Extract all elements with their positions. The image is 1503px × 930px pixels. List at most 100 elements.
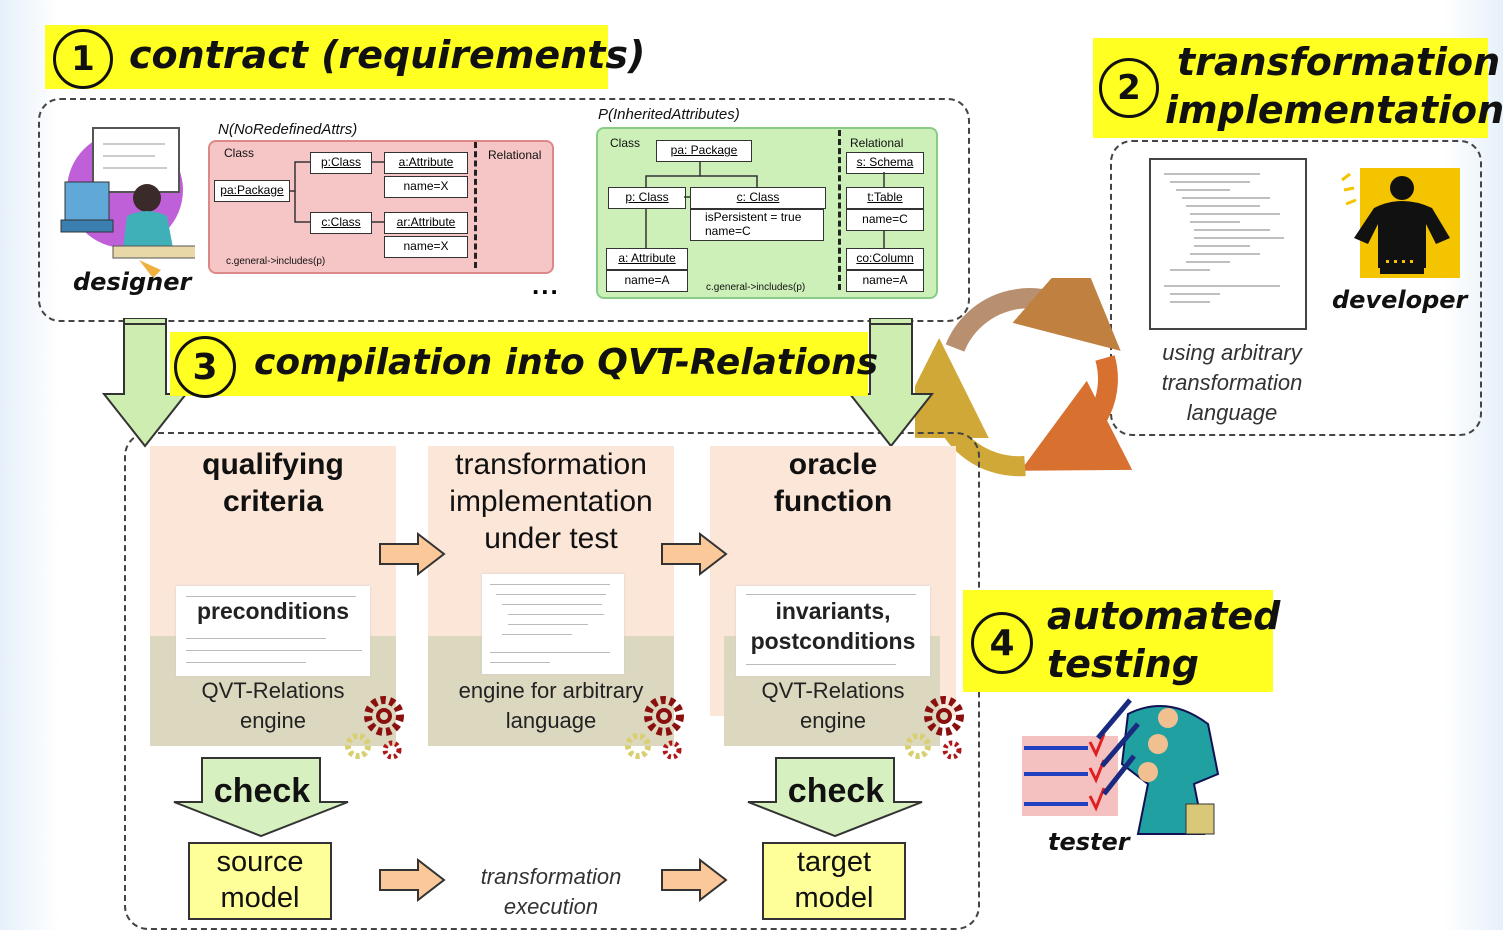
execution-label: transformation execution xyxy=(448,862,654,922)
p-name-a: name=A xyxy=(606,270,688,292)
p-t-name-c: name=C xyxy=(846,209,924,231)
preconditions-label: preconditions xyxy=(196,598,350,624)
implementation-heading: transformation implementation under test xyxy=(428,446,674,557)
oracle-engine-label: QVT-Relations engine xyxy=(710,676,956,736)
step4-title-line2: testing xyxy=(1047,642,1199,686)
pattern-p-class-label: Class xyxy=(610,136,641,150)
tester-illustration xyxy=(1022,698,1220,835)
check-left-label: check xyxy=(213,772,311,810)
developer-label: developer xyxy=(1332,286,1468,314)
designer-label: designer xyxy=(73,268,192,296)
execution-line2: execution xyxy=(503,894,599,919)
source-model-line1: source xyxy=(216,846,304,878)
implementation-note-line1: using arbitrary xyxy=(1162,340,1302,365)
check-arrow-left-icon xyxy=(173,757,349,838)
implementation-code-doc xyxy=(482,574,624,674)
n-name-x1: name=X xyxy=(384,176,468,198)
doc-line xyxy=(502,634,572,635)
n-ar-attribute: ar:Attribute xyxy=(384,212,468,234)
tester-label: tester xyxy=(1048,828,1130,856)
step1-number: 1 xyxy=(53,29,113,89)
doc-line xyxy=(186,638,326,639)
step2-number: 2 xyxy=(1099,58,1159,118)
qualifying-engine-label: QVT-Relations engine xyxy=(150,676,396,736)
implementation-heading-line2: implementation xyxy=(449,485,653,518)
implementation-code-lines xyxy=(1164,173,1284,303)
implementation-note-line2: transformation xyxy=(1161,370,1303,395)
target-model-line2: model xyxy=(794,882,874,914)
step2-title-line1: transformation xyxy=(1177,40,1501,84)
step1-title: contract (requirements) xyxy=(129,33,646,77)
source-model-line2: model xyxy=(220,882,300,914)
doc-line xyxy=(746,594,916,595)
n-c-class: c:Class xyxy=(310,212,372,234)
source-model-box: source model xyxy=(188,842,332,920)
postconditions-doc: invariants, postconditions xyxy=(736,586,930,676)
qualifying-heading: qualifying criteria xyxy=(150,446,396,520)
qualifying-heading-line1: qualifying xyxy=(202,448,344,481)
doc-line xyxy=(186,650,362,651)
pattern-n-title: N(NoRedefinedAttrs) xyxy=(218,121,358,138)
contract-region xyxy=(38,98,970,322)
implementation-heading-line1: transformation xyxy=(455,448,647,481)
p-co-column: co:Column xyxy=(846,248,924,270)
implementation-engine-line2: language xyxy=(505,708,597,733)
step4-title-line1: automated xyxy=(1047,594,1281,638)
preconditions-doc: preconditions xyxy=(176,586,370,676)
step2-label: 2 transformation implementation xyxy=(1093,38,1503,138)
n-p-class: p:Class xyxy=(310,152,372,174)
oracle-heading: oracle function xyxy=(710,446,956,520)
pattern-n-links xyxy=(290,161,384,223)
postconditions-line1: invariants, xyxy=(775,598,891,624)
oracle-engine-line1: QVT-Relations xyxy=(761,678,905,703)
doc-line xyxy=(186,662,306,663)
check-arrow-right-icon xyxy=(747,757,923,838)
target-model-line1: target xyxy=(796,846,872,878)
p-p-class: p: Class xyxy=(608,187,686,209)
right-arrow-upper-2-icon xyxy=(661,532,728,576)
step3-label: 3 compilation into QVT-Relations xyxy=(170,332,878,398)
p-co-name-a: name=A xyxy=(846,270,924,292)
implementation-note: using arbitrary transformation language xyxy=(1132,338,1332,428)
implementation-note-line3: language xyxy=(1186,400,1278,425)
p-a-attribute: a: Attribute xyxy=(606,248,688,270)
step2-title-line2: implementation xyxy=(1165,88,1503,132)
pattern-p-divider xyxy=(838,130,841,290)
implementation-code-page xyxy=(1149,158,1307,330)
designer-illustration xyxy=(60,127,195,278)
pattern-n-class-label: Class xyxy=(224,146,255,160)
p-s-schema: s: Schema xyxy=(846,152,924,174)
doc-line xyxy=(490,652,610,653)
patterns-ellipsis: ... xyxy=(532,270,560,300)
pattern-n-condition: c.general->includes(p) xyxy=(226,256,326,267)
oracle-heading-line2: function xyxy=(773,485,893,518)
doc-line xyxy=(490,662,550,663)
implementation-engine-line1: engine for arbitrary xyxy=(458,678,644,703)
oracle-engine-line2: engine xyxy=(799,708,867,733)
check-right-label: check xyxy=(787,772,885,810)
qualifying-engine-line1: QVT-Relations xyxy=(201,678,345,703)
postconditions-label: invariants, postconditions xyxy=(736,596,930,656)
pattern-p-condition: c.general->includes(p) xyxy=(706,282,806,293)
doc-line xyxy=(186,596,356,597)
doc-line xyxy=(508,624,588,625)
n-name-x2: name=X xyxy=(384,236,468,258)
doc-line xyxy=(746,664,896,665)
down-arrow-left-icon xyxy=(102,318,188,448)
step3-title: compilation into QVT-Relations xyxy=(254,342,879,383)
p-name-c: name=C xyxy=(705,224,751,238)
right-arrow-lower-2-icon xyxy=(661,858,728,902)
gears-implementation-icon xyxy=(625,696,684,760)
developer-illustration xyxy=(1341,168,1460,278)
doc-line xyxy=(490,584,610,585)
doc-line xyxy=(502,604,602,605)
step3-number: 3 xyxy=(174,336,236,398)
step4-number: 4 xyxy=(971,612,1033,674)
pattern-n-divider xyxy=(474,142,477,268)
pattern-p-title: P(InheritedAttributes) xyxy=(598,106,740,123)
doc-line xyxy=(508,614,604,615)
p-is-persistent: isPersistent = true xyxy=(705,210,802,224)
step4-label: 4 automated testing xyxy=(963,590,1280,692)
qualifying-engine-line2: engine xyxy=(239,708,307,733)
pattern-p-relational-label: Relational xyxy=(850,136,904,150)
